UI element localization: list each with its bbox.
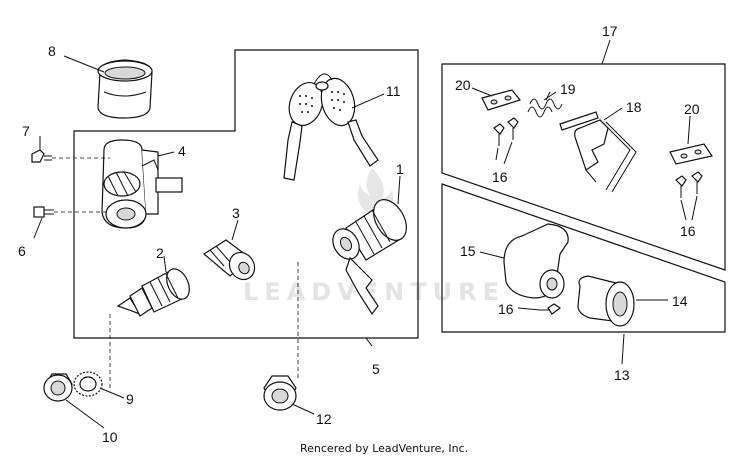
part-7-screw: [31, 149, 110, 163]
callout-19: 19: [560, 81, 576, 97]
callout-8: 8: [48, 43, 56, 59]
credit-text: Rencered by LeadVenture, Inc.: [300, 442, 468, 455]
leader-lines: [33, 39, 698, 429]
callout-10: 10: [102, 429, 118, 445]
assembly-frame-5: [73, 49, 419, 339]
part-16-screws-upper: [493, 117, 519, 146]
callout-7: 7: [22, 123, 30, 139]
callout-14: 14: [672, 293, 688, 309]
callout-5: 5: [372, 361, 380, 377]
part-16-screw-lower: [540, 303, 562, 315]
part-9-lock-washer: [73, 371, 103, 397]
callout-12: 12: [316, 411, 332, 427]
callout-16-lower: 16: [498, 301, 514, 317]
part-20-clip-right: [669, 143, 713, 165]
part-2-barrel: [109, 268, 190, 390]
part-8-sleeve: [97, 59, 153, 119]
callout-numbers: 8 7 4 6 2 3 11 1 5 9 10 12 17 20 19 18 2…: [18, 23, 700, 445]
part-14-bushing: [577, 275, 635, 327]
part-16-screws-right: [675, 171, 703, 198]
callout-18: 18: [626, 99, 642, 115]
callout-16-upper: 16: [492, 169, 508, 185]
callout-13: 13: [614, 367, 630, 383]
part-10-nut: [43, 373, 73, 402]
callout-20-left: 20: [455, 77, 471, 93]
part-1-lock-cylinder: [297, 199, 407, 378]
part-6-screw: [33, 206, 110, 218]
part-19-spring: [527, 91, 563, 118]
assembly-frame-17: [441, 63, 726, 271]
callout-4: 4: [178, 143, 186, 159]
part-12-nut: [263, 375, 297, 411]
callout-1: 1: [396, 161, 404, 177]
callout-15: 15: [460, 243, 476, 259]
part-18-latch-rod: [559, 111, 637, 193]
callout-17: 17: [602, 23, 618, 39]
part-4-lock-housing: [101, 139, 183, 229]
callout-2: 2: [156, 245, 164, 261]
callout-9: 9: [126, 391, 134, 407]
callout-11: 11: [386, 83, 401, 99]
callout-20-right: 20: [684, 101, 700, 117]
callout-16-right: 16: [680, 223, 696, 239]
part-3-small-barrel: [202, 239, 256, 281]
assembly-frame-13: [441, 183, 726, 333]
callout-6: 6: [18, 243, 26, 259]
part-15-latch-body: [503, 223, 569, 299]
callout-3: 3: [232, 205, 240, 221]
part-11-keys: [283, 73, 379, 181]
part-20-clip-left: [481, 89, 522, 111]
